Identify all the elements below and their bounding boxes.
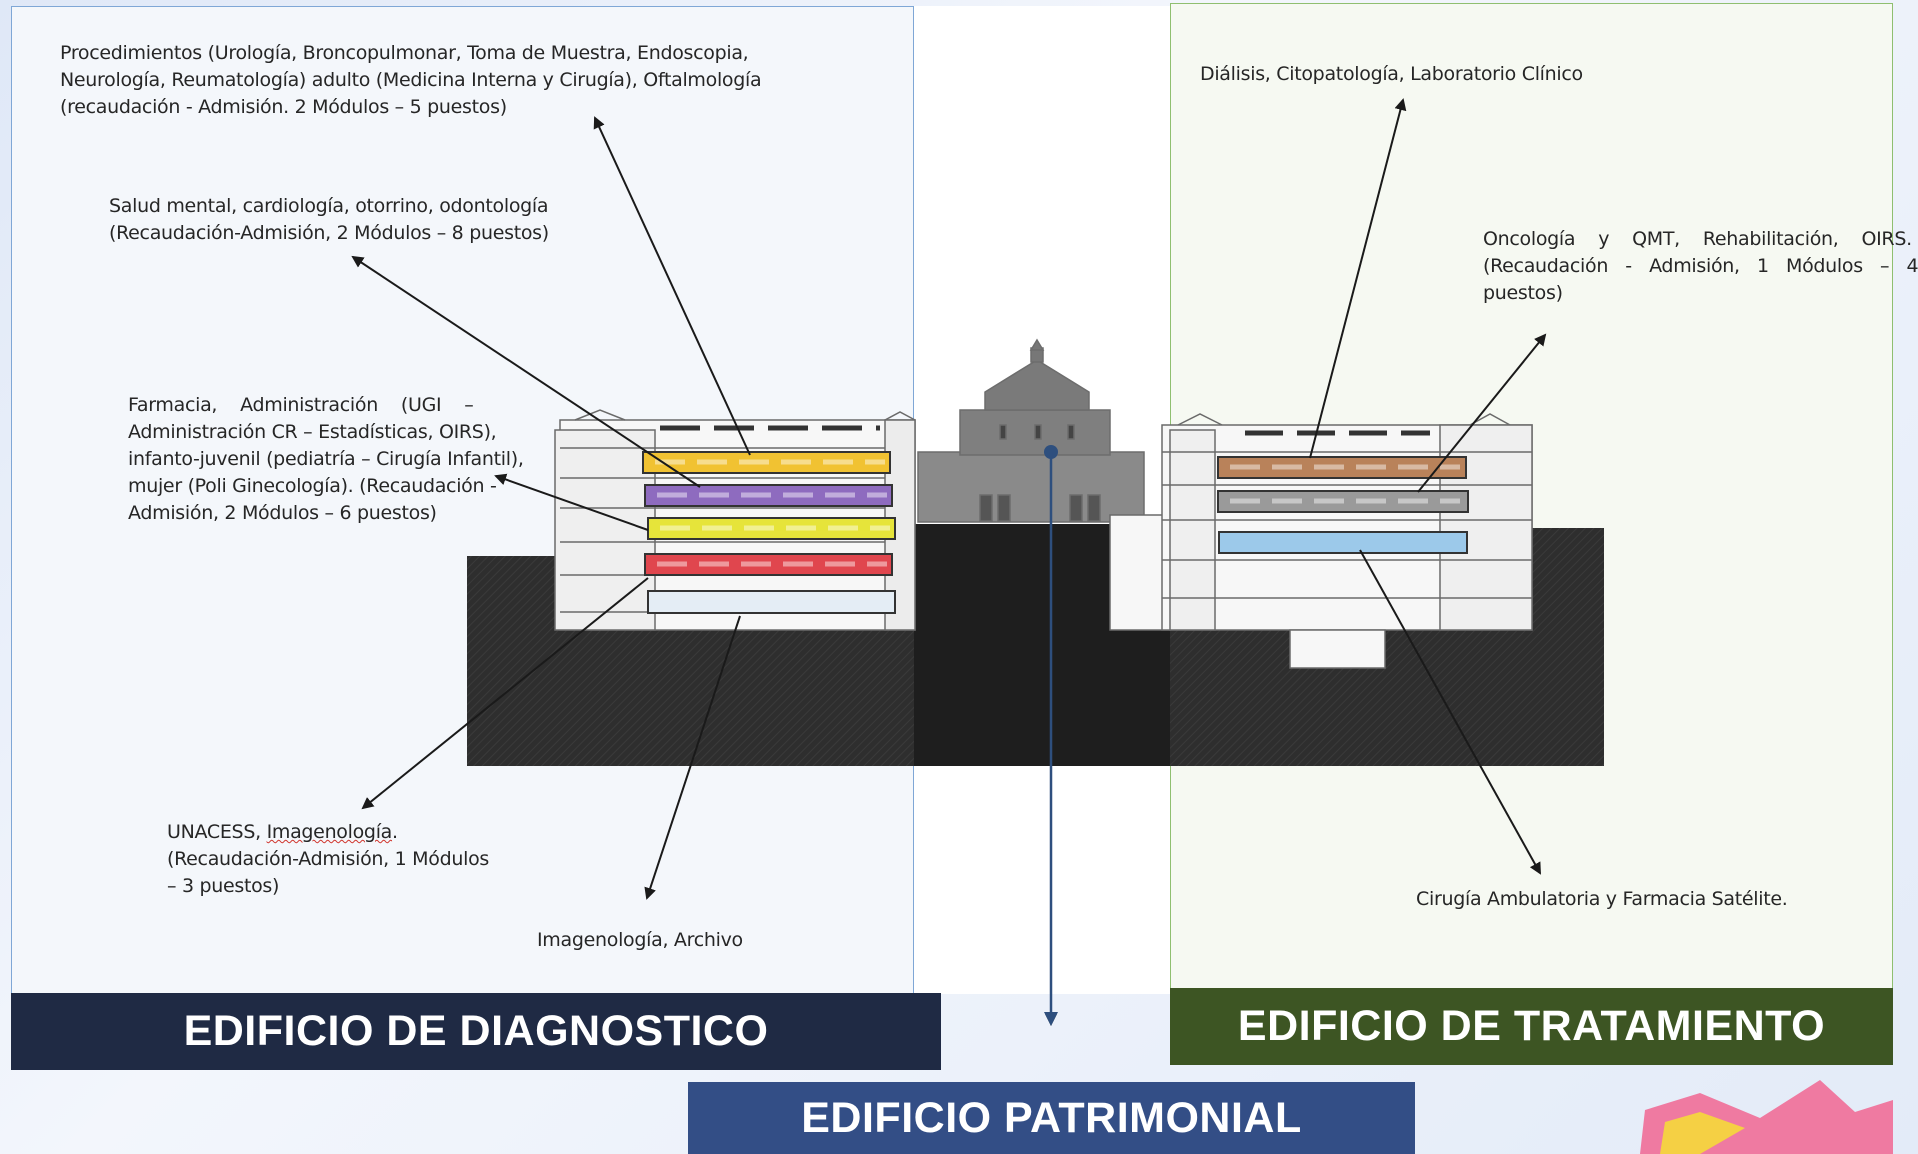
tratamiento-building [1109,413,1533,669]
arrow-cirugia [1359,549,1541,875]
arrow-dialisis [1309,98,1407,459]
trat-floor-2 [1217,490,1469,513]
arrow-salud-mental [351,255,701,488]
label-dialisis: Diálisis, Citopatología, Laboratorio Clí… [1200,63,1583,85]
arrow-procedimientos [593,116,751,456]
label-procedimientos: Procedimientos (Urología, Broncopulmonar… [60,42,762,118]
diag-floor-2 [644,484,893,507]
banner-tratamiento: EDIFICIO DE TRATAMIENTO [1170,988,1893,1065]
trat-floor-3 [1218,531,1468,554]
arrow-oncologia [1417,333,1547,493]
label-cirugia-ambulatoria: Cirugía Ambulatoria y Farmacia Satélite. [1416,888,1788,910]
trat-floor-1 [1217,456,1467,479]
patrimonial-building [917,338,1145,523]
diagnostico-floors [642,451,896,614]
banner-diagnostico: EDIFICIO DE DIAGNOSTICO [11,993,941,1070]
arrow-imagenologia [644,615,741,900]
banner-patrimonial: EDIFICIO PATRIMONIAL [688,1082,1415,1154]
diag-floor-1 [642,451,891,474]
diag-floor-3 [647,517,896,540]
arrow-farmacia [494,473,649,531]
diag-floor-4 [644,553,893,576]
label-oncologia: Oncología y QMT, Rehabilitación, OIRS. (… [1483,228,1918,304]
diag-floor-5 [647,590,896,614]
tratamiento-floors [1217,456,1469,554]
arrow-unacess [361,577,649,810]
label-unacess: UNACESS, Imagenología. (Recaudación-Admi… [167,821,490,897]
label-imagenologia-archivo: Imagenología, Archivo [537,929,743,951]
label-salud-mental: Salud mental, cardiología, otorrino, odo… [109,195,549,244]
label-farmacia: Farmacia, Administración (UGI – Administ… [128,394,524,524]
